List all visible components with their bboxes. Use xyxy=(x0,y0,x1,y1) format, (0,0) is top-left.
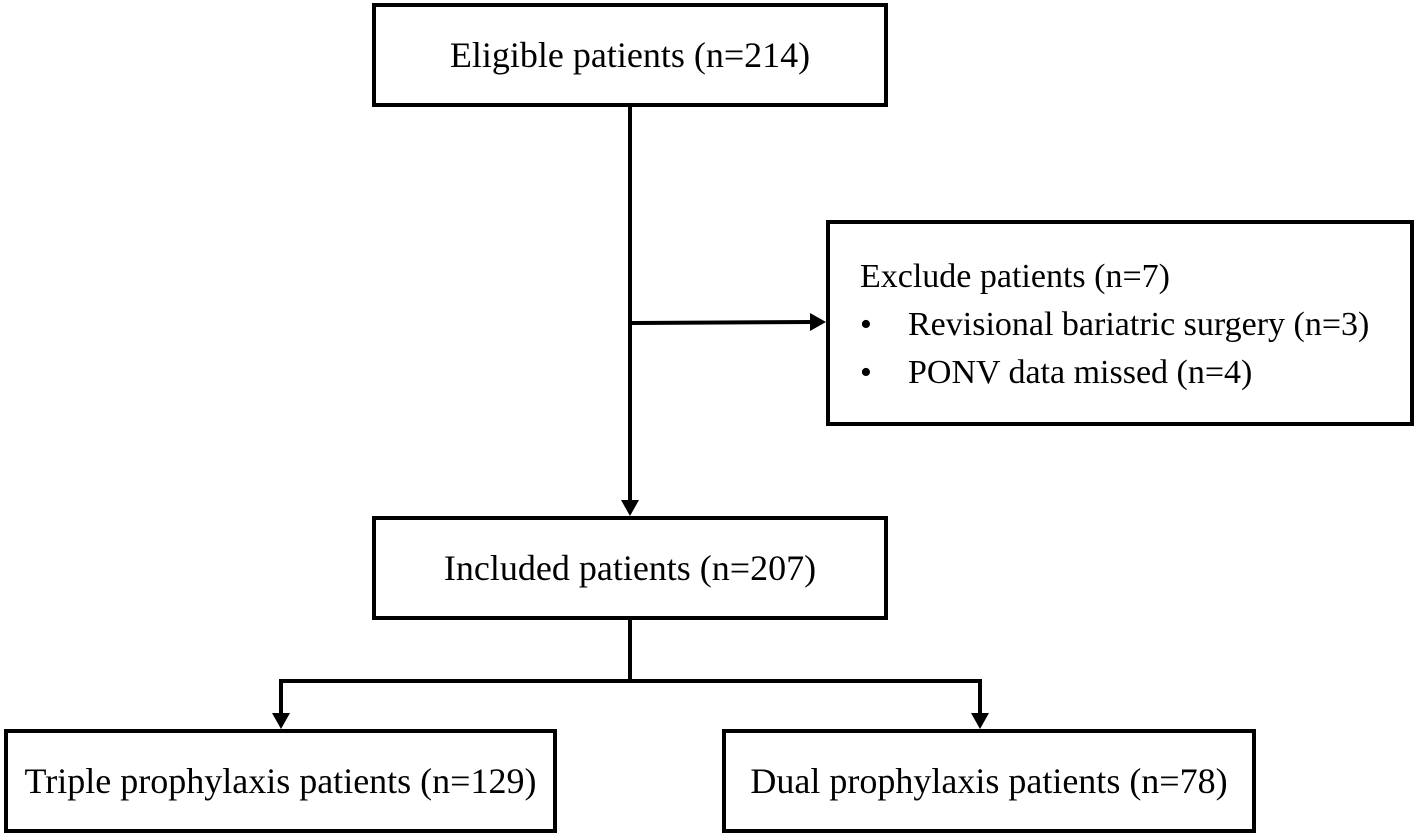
bullet-icon: • xyxy=(860,354,872,391)
bullet-icon: • xyxy=(860,306,872,343)
exclusion-reason-item: • Revisional bariatric surgery (n=3) xyxy=(860,308,1410,342)
arrow-to-exclude xyxy=(629,320,813,325)
exclusion-reason-label: PONV data missed (n=4) xyxy=(908,354,1253,391)
exclusion-reasons-list: • Revisional bariatric surgery (n=3) • P… xyxy=(860,308,1410,390)
arrowhead-exclude xyxy=(810,313,826,331)
arrowhead-dual xyxy=(971,713,989,729)
arrowhead-triple xyxy=(272,713,290,729)
excluded-patients-title: Exclude patients (n=7) xyxy=(860,258,1170,295)
included-patients-box: Included patients (n=207) xyxy=(372,516,888,620)
exclusion-reason-label: Revisional bariatric surgery (n=3) xyxy=(908,306,1370,343)
exclusion-reason-item: • PONV data missed (n=4) xyxy=(860,356,1410,390)
excluded-patients-box: Exclude patients (n=7) • Revisional bari… xyxy=(826,220,1414,426)
eligible-patients-label: Eligible patients (n=214) xyxy=(449,35,811,75)
arrowhead-included xyxy=(621,500,639,516)
triple-prophylaxis-box: Triple prophylaxis patients (n=129) xyxy=(4,729,557,833)
eligible-patients-box: Eligible patients (n=214) xyxy=(372,3,888,107)
dual-prophylaxis-label: Dual prophylaxis patients (n=78) xyxy=(750,761,1228,801)
dual-prophylaxis-box: Dual prophylaxis patients (n=78) xyxy=(722,729,1256,833)
triple-prophylaxis-label: Triple prophylaxis patients (n=129) xyxy=(24,761,537,801)
included-patients-label: Included patients (n=207) xyxy=(443,548,817,588)
